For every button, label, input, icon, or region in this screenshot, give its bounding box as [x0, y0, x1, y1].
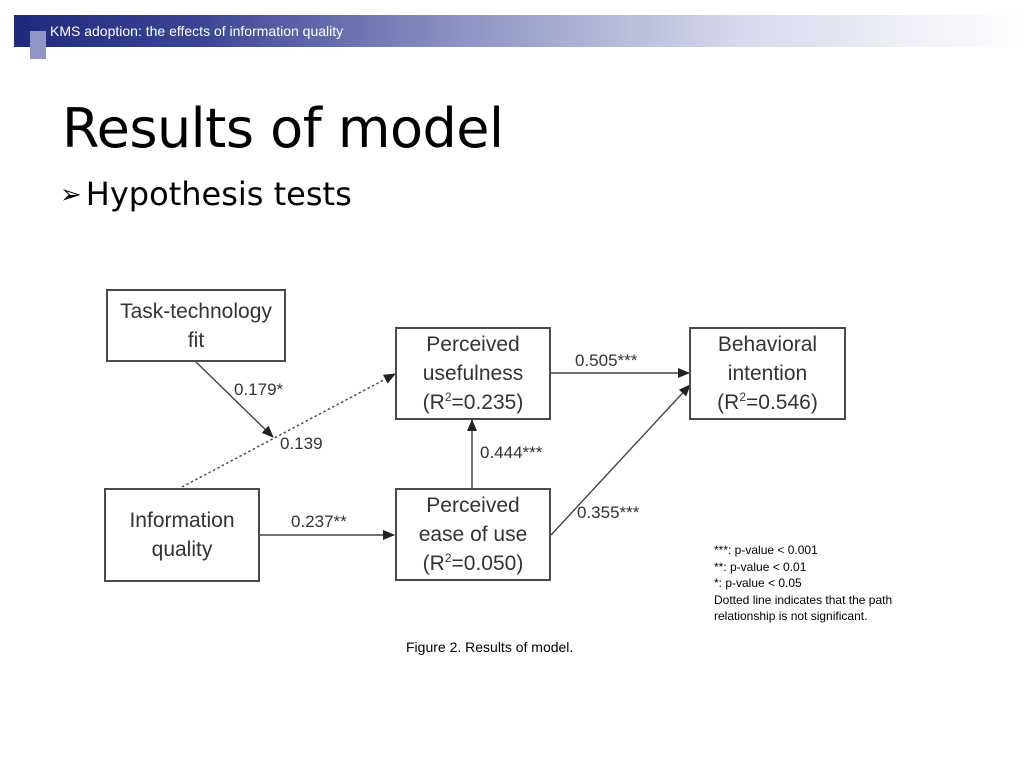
banner-title: KMS adoption: the effects of information… — [50, 23, 344, 39]
arrow-bullet-icon: ➢ — [60, 180, 82, 210]
legend-line: **: p-value < 0.01 — [714, 559, 807, 574]
slide-title: Results of model — [62, 97, 504, 160]
bullet-text: Hypothesis tests — [85, 175, 352, 213]
box-perceived-ease-of-use: Perceived ease of use (R2=0.050) — [395, 488, 551, 581]
box-information-quality: Information quality — [104, 488, 260, 582]
path-ttf-moderation — [195, 361, 274, 438]
legend-line: ***: p-value < 0.001 — [714, 543, 818, 557]
figure-caption: Figure 2. Results of model. — [406, 639, 574, 655]
coef-iq-pu: 0.139 — [280, 434, 323, 453]
banner-square-light-2 — [30, 45, 46, 59]
coef-peou-bi: 0.355*** — [577, 503, 640, 522]
coef-iq-peou: 0.237** — [291, 512, 347, 531]
box-behavioral-intention: Behavioral intention (R2=0.546) — [689, 327, 846, 420]
legend-line: *: p-value < 0.05 — [714, 576, 802, 590]
legend-line: Dotted line indicates that the path — [714, 592, 893, 607]
box-task-technology-fit: Task-technology fit — [106, 289, 286, 362]
banner-square-light — [30, 31, 46, 47]
path-iq-pu — [181, 373, 396, 488]
path-peou-bi — [550, 384, 691, 536]
legend-line: relationship is not significant. — [714, 609, 868, 623]
bullet-item: ➢ Hypothesis tests — [60, 175, 352, 213]
significance-legend: ***: p-value < 0.001 **: p-value < 0.01 … — [714, 542, 892, 625]
box-perceived-usefulness: Perceived usefulness (R2=0.235) — [395, 327, 551, 420]
header-banner — [14, 15, 1024, 47]
banner-square-dark — [14, 15, 30, 31]
coef-pu-bi: 0.505*** — [575, 351, 638, 370]
coef-ttf-moderation: 0.179* — [234, 380, 284, 399]
coef-peou-pu: 0.444*** — [480, 443, 543, 462]
